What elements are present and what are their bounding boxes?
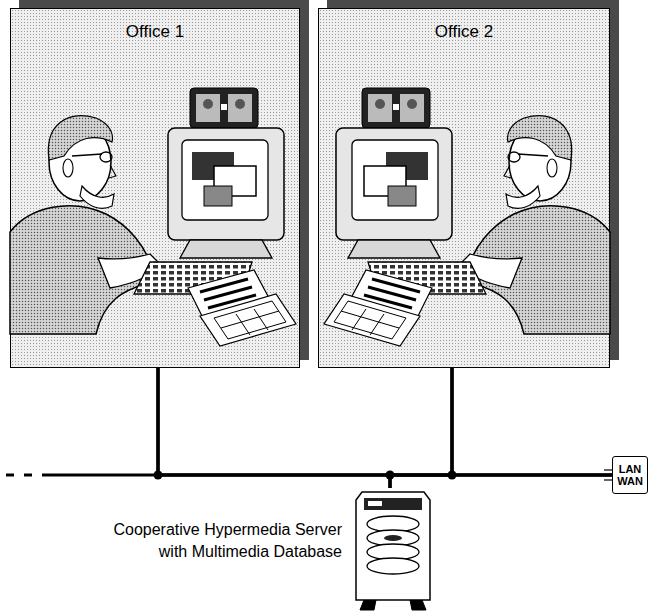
bus-dash [6, 474, 14, 477]
bus-junction [448, 471, 457, 480]
network-link [158, 368, 612, 475]
office-2-workstation-copy [324, 88, 610, 346]
bus-tap [604, 479, 612, 480]
office-panel: Office 2 [318, 8, 610, 368]
server-case [356, 492, 430, 600]
network-link [390, 368, 452, 488]
lan-wan-box: LAN WAN [612, 456, 648, 494]
office-title: Office 1 [11, 22, 299, 42]
disk-hub [384, 535, 402, 541]
network-link [158, 368, 452, 475]
office-panel: Office 1 [10, 8, 300, 368]
server-slot [368, 501, 382, 506]
office-1-workstation [10, 88, 296, 346]
disk-platter [367, 516, 419, 532]
server-label: Cooperative Hypermedia Server with Multi… [90, 519, 342, 563]
server-feet [360, 600, 426, 610]
network-link [452, 368, 612, 475]
server-drive-bay [364, 498, 422, 510]
server-node: Cooperative Hypermedia Server with Multi… [352, 488, 432, 610]
server-tower [356, 492, 430, 610]
disk-platter [367, 530, 419, 546]
disk-platter [367, 558, 419, 574]
office-title: Office 2 [319, 22, 609, 42]
disk-platter [367, 544, 419, 560]
bus-junction [386, 471, 395, 480]
network-link [390, 475, 612, 488]
bus-tap [604, 469, 612, 470]
bus-junction [154, 471, 163, 480]
bus-line [42, 474, 158, 477]
bus-dash [24, 474, 32, 477]
lan-wan-label: LAN WAN [613, 463, 647, 487]
network-link [158, 368, 390, 488]
office-2-workstation [324, 88, 610, 346]
